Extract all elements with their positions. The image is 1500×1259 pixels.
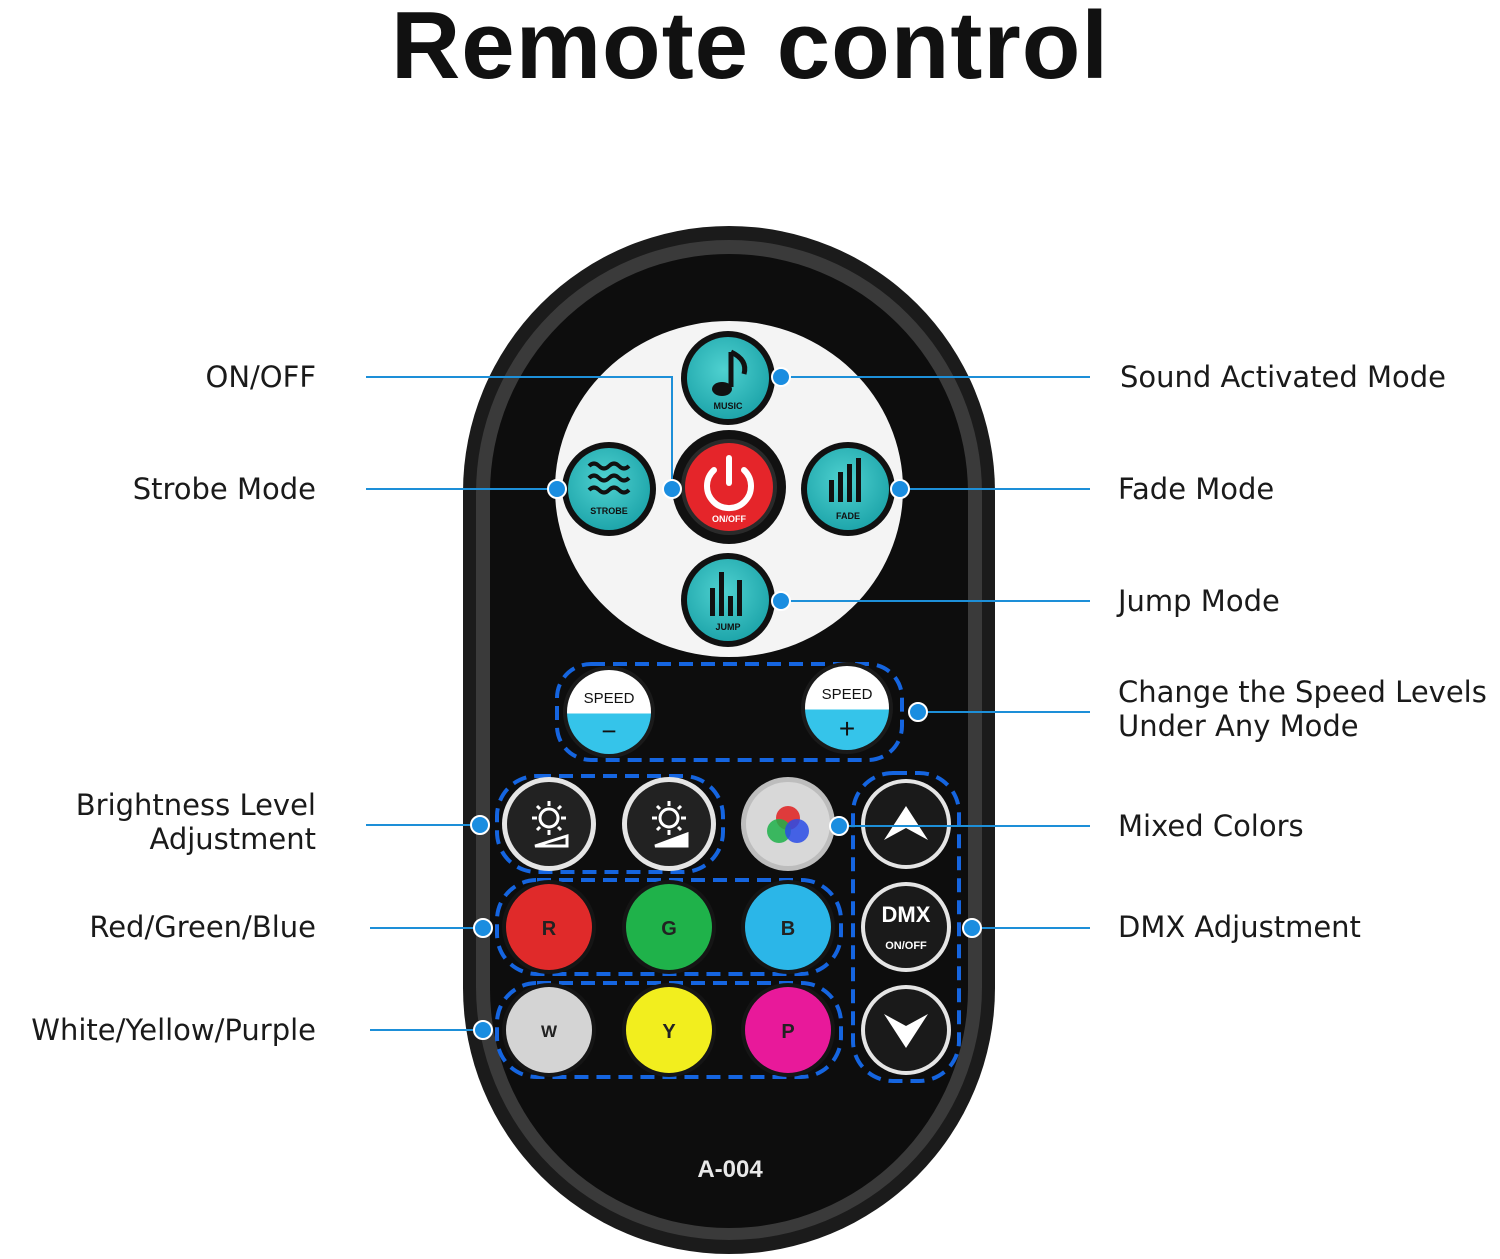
arrow-down-icon <box>884 1014 928 1048</box>
jump-bars-icon <box>710 572 742 616</box>
plus-icon: + <box>839 713 855 744</box>
bars-icon <box>829 458 861 502</box>
callout-brightness-line2: Adjustment <box>149 822 317 856</box>
dmx-onoff-button[interactable]: DMX ON/OFF <box>861 882 951 972</box>
speed-minus-button[interactable]: SPEED − <box>563 666 655 758</box>
callout-speed-line1: Change the Speed Levels <box>1118 675 1487 709</box>
brightness-up-icon <box>652 801 689 848</box>
minus-icon: − <box>601 716 616 746</box>
brightness-down-button[interactable] <box>502 777 596 871</box>
callout-dots <box>470 367 982 1040</box>
callout-jump: Jump Mode <box>1118 584 1280 618</box>
strobe-button[interactable]: STROBE <box>562 442 656 536</box>
brightness-down-icon <box>532 801 569 848</box>
speed-plus-button[interactable]: SPEED + <box>801 662 893 754</box>
music-note-icon <box>712 349 748 396</box>
callout-fade: Fade Mode <box>1118 472 1275 506</box>
callout-dmx: DMX Adjustment <box>1118 910 1361 944</box>
callout-speed: Change the Speed Levels Under Any Mode <box>1118 674 1487 744</box>
callout-wyp: White/Yellow/Purple <box>31 1013 316 1047</box>
fade-button-label: FADE <box>836 511 860 521</box>
power-button-label: ON/OFF <box>712 514 746 524</box>
jump-button[interactable]: JUMP <box>681 553 775 647</box>
red-button-label: R <box>542 918 557 940</box>
page-title: Remote control <box>390 0 1110 99</box>
purple-button[interactable]: P <box>741 983 835 1077</box>
dmx-up-button[interactable] <box>861 779 951 869</box>
power-icon <box>704 455 754 512</box>
jump-button-label: JUMP <box>715 622 740 632</box>
callout-speed-line2: Under Any Mode <box>1118 709 1359 743</box>
music-button[interactable]: MUSIC <box>681 331 775 425</box>
rgb-mix-icon <box>767 806 809 843</box>
callout-on-off: ON/OFF <box>205 360 316 394</box>
brightness-group-outline <box>495 774 725 874</box>
blue-button-label: B <box>781 918 795 940</box>
callout-rgb: Red/Green/Blue <box>89 910 316 944</box>
callout-brightness: Brightness Level Adjustment <box>76 787 316 857</box>
speed-plus-label: SPEED <box>822 686 873 703</box>
speed-minus-label: SPEED <box>584 690 635 707</box>
dmx-button-label: DMX <box>882 902 931 927</box>
green-button-label: G <box>661 918 677 940</box>
brightness-up-button[interactable] <box>622 777 716 871</box>
green-button[interactable]: G <box>622 880 716 974</box>
fade-button[interactable]: FADE <box>801 442 895 536</box>
white-button[interactable]: W <box>502 983 596 1077</box>
music-button-label: MUSIC <box>714 401 744 411</box>
callout-mixed: Mixed Colors <box>1118 809 1304 843</box>
mixed-colors-button[interactable] <box>741 777 835 871</box>
arrow-up-icon <box>884 806 928 840</box>
callout-strobe: Strobe Mode <box>132 472 316 506</box>
yellow-button[interactable]: Y <box>622 983 716 1077</box>
speed-group-outline <box>555 662 904 762</box>
callout-brightness-line1: Brightness Level <box>75 788 316 822</box>
wave-icon <box>587 461 631 495</box>
dmx-group-outline <box>851 771 961 1083</box>
white-button-label: W <box>541 1022 558 1041</box>
purple-button-label: P <box>781 1021 794 1043</box>
strobe-button-label: STROBE <box>590 506 628 516</box>
red-button[interactable]: R <box>502 880 596 974</box>
yellow-button-label: Y <box>662 1021 676 1043</box>
blue-button[interactable]: B <box>741 880 835 974</box>
callout-sound: Sound Activated Mode <box>1120 360 1447 394</box>
callout-line-on-off <box>366 376 673 489</box>
model-label: A-004 <box>697 1156 763 1183</box>
callout-lines <box>366 376 1090 1031</box>
dmx-down-button[interactable] <box>861 985 951 1075</box>
power-button[interactable]: ON/OFF <box>672 430 786 544</box>
dmx-onoff-label: ON/OFF <box>885 940 927 952</box>
